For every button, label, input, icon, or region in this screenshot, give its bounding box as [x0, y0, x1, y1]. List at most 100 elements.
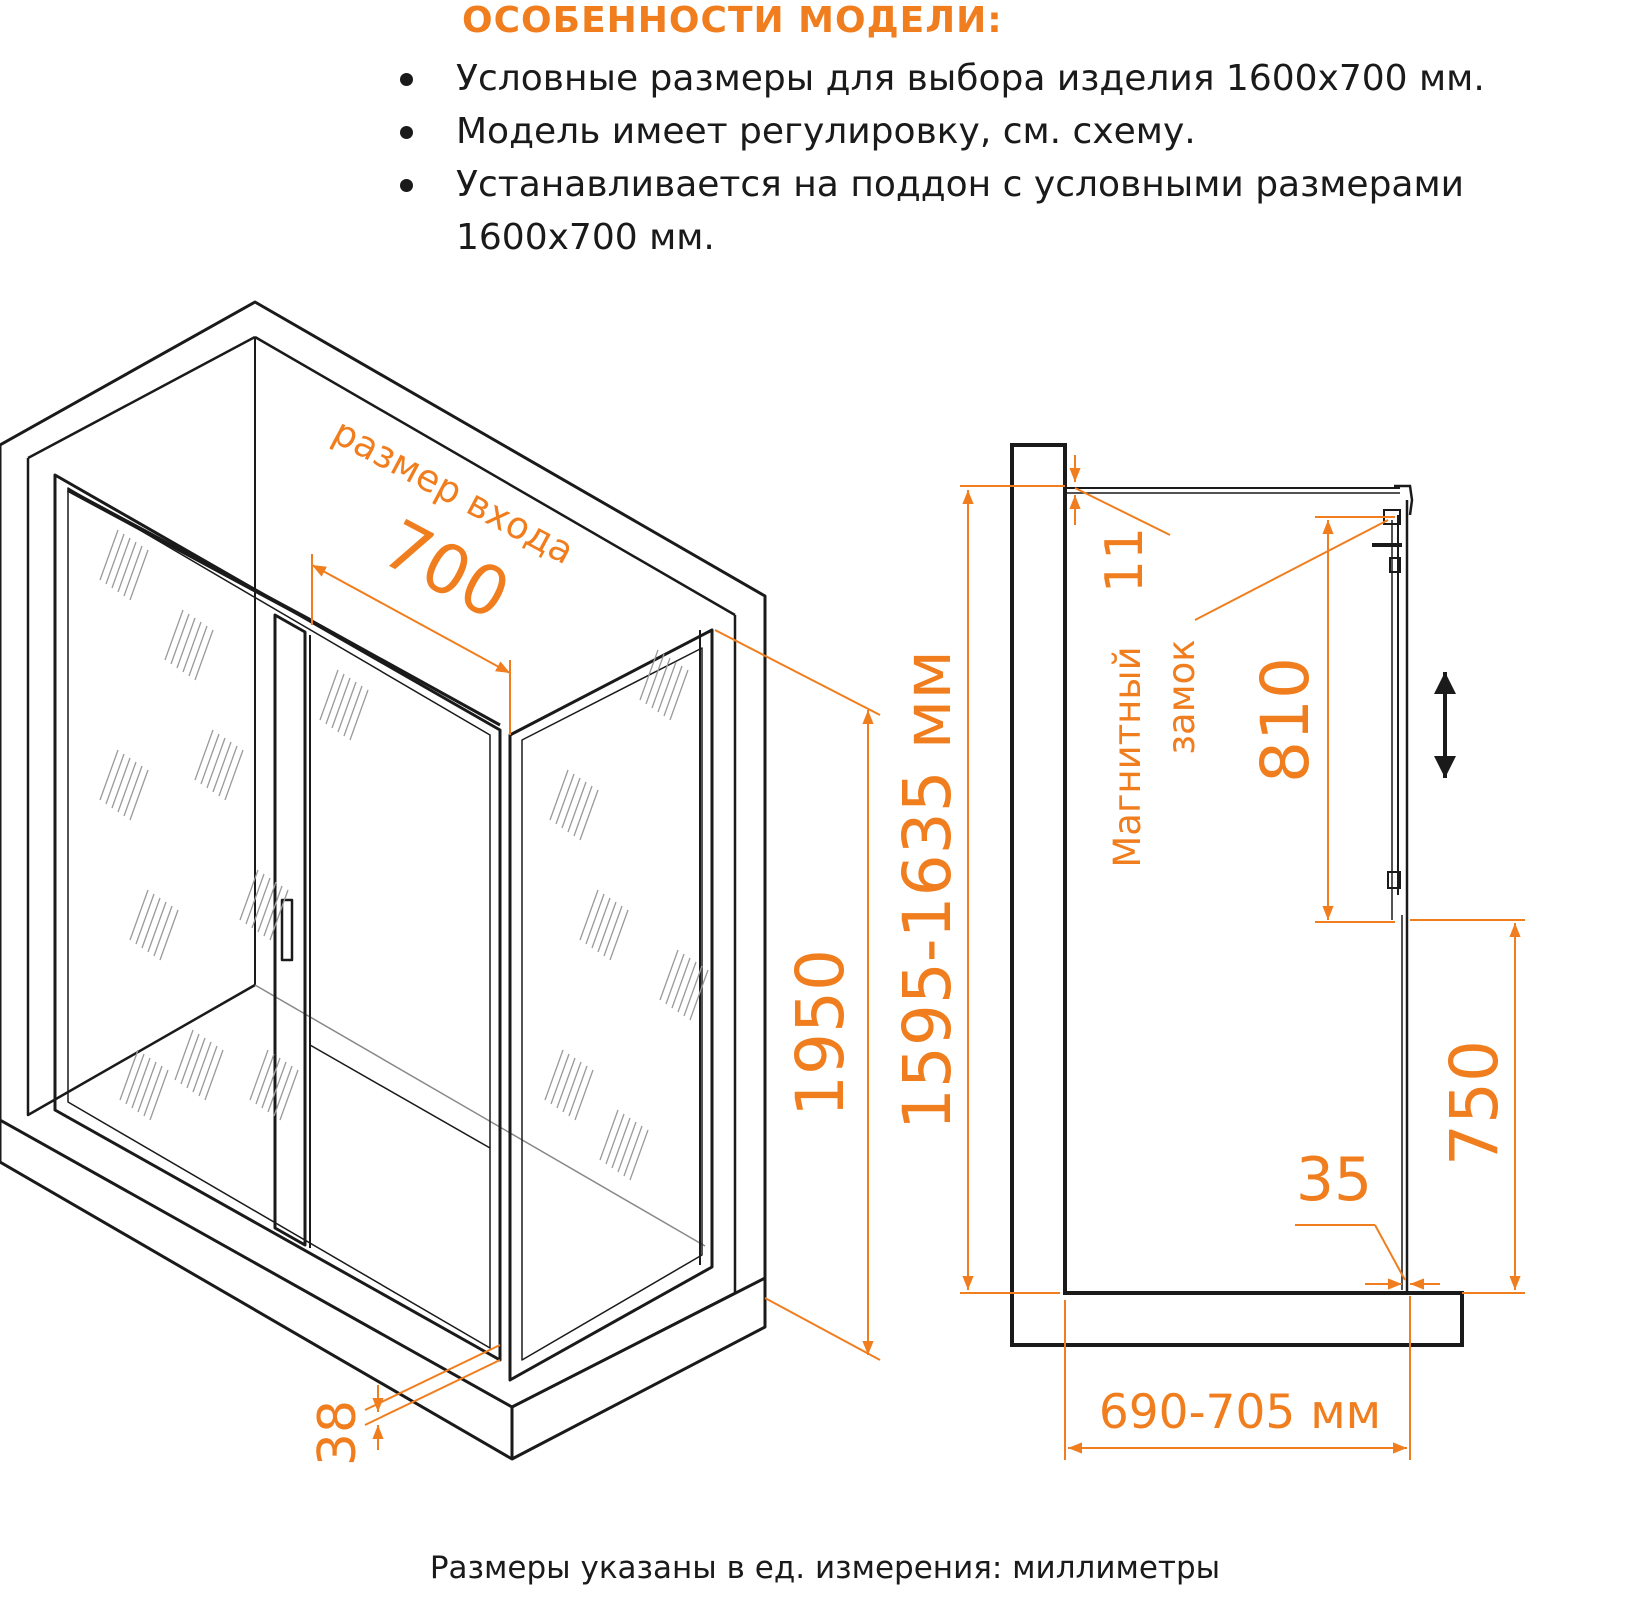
hatch-stroke	[657, 661, 677, 713]
hatch-stroke	[147, 901, 167, 953]
hatch-stroke	[597, 901, 617, 953]
hatch-stroke	[186, 1037, 206, 1089]
hatch-stroke	[585, 893, 605, 945]
sliding-door	[273, 613, 307, 1247]
hatch-stroke	[99, 529, 119, 581]
hatch-stroke	[669, 669, 689, 721]
hatch-stroke	[111, 537, 131, 589]
lock-box-3	[1387, 871, 1401, 889]
feature-item: Устанавливается на поддон с условными ра…	[400, 158, 1616, 264]
hatch-stroke	[611, 1117, 631, 1169]
hatch-stroke	[550, 1053, 570, 1105]
hatch-stroke	[331, 677, 351, 729]
hatch-stroke	[174, 1029, 194, 1081]
hatch-stroke	[556, 1057, 576, 1109]
hatch-stroke	[645, 653, 665, 705]
hatch-stroke	[659, 949, 679, 1001]
hatch-stroke	[567, 781, 587, 833]
hatch-stroke	[200, 733, 220, 785]
units-footnote: Размеры указаны в ед. измерения: миллиме…	[429, 1550, 1221, 1586]
hatch-stroke	[182, 621, 202, 673]
hatch-stroke	[123, 545, 143, 597]
hatch-stroke	[188, 625, 208, 677]
features-heading: ОСОБЕННОСТИ МОДЕЛИ:	[462, 0, 1003, 41]
adjust-range-label: 1595-1635 мм	[889, 650, 966, 1130]
hatch-stroke	[599, 1109, 619, 1161]
hatch-stroke	[129, 549, 149, 601]
hatch-stroke	[117, 761, 137, 813]
features-list: Условные размеры для выбора изделия 1600…	[400, 52, 1616, 264]
hatch-stroke	[131, 1057, 151, 1109]
hatch-stroke	[257, 881, 277, 933]
hatch-stroke	[224, 749, 244, 801]
hatch-stroke	[609, 909, 629, 961]
wall-outline	[0, 300, 767, 1461]
bottom-gap-label: 38	[308, 1400, 368, 1466]
fixed-panel-bottom	[309, 1044, 491, 1149]
hatch-stroke	[125, 1053, 145, 1105]
hatch-stroke	[603, 905, 623, 957]
hatch-stroke	[665, 953, 685, 1005]
hatch-stroke	[251, 877, 271, 929]
hatch-stroke	[562, 1061, 582, 1113]
hatch-stroke	[343, 685, 363, 737]
top-gap-label: 11	[1095, 527, 1155, 593]
hatch-stroke	[683, 965, 703, 1017]
height-label: 1950	[782, 949, 859, 1117]
hatch-stroke	[568, 1065, 588, 1117]
hatch-stroke	[629, 1129, 649, 1181]
iso-dimensions	[311, 554, 881, 1450]
hatch-stroke	[249, 1049, 269, 1101]
back-wall-left	[26, 458, 256, 1117]
hatch-stroke	[135, 893, 155, 945]
hatch-stroke	[170, 613, 190, 665]
tray-right-edge	[511, 1276, 766, 1409]
hatch-stroke	[198, 1045, 218, 1097]
hatch-stroke	[194, 629, 214, 681]
hatch-stroke	[105, 533, 125, 585]
door-handle	[280, 898, 294, 962]
hatch-stroke	[579, 889, 599, 941]
hatch-stroke	[212, 741, 232, 793]
hatch-stroke	[555, 773, 575, 825]
hatch-stroke	[129, 889, 149, 941]
wall-tray-profile	[1010, 443, 1464, 1347]
hatch-stroke	[263, 885, 283, 937]
tray-front	[0, 1118, 514, 1459]
side-view	[1010, 443, 1464, 1347]
hatch-stroke	[269, 889, 289, 941]
hatch-stroke	[279, 1069, 299, 1121]
lock-height-label: 810	[1247, 657, 1324, 783]
hatch-stroke	[677, 961, 697, 1013]
hatch-stroke	[218, 745, 238, 797]
hatch-stroke	[261, 1057, 281, 1109]
hatch-stroke	[689, 969, 709, 1021]
feature-item: Условные размеры для выбора изделия 1600…	[400, 52, 1616, 105]
hatch-stroke	[544, 1049, 564, 1101]
hatch-stroke	[149, 1069, 169, 1121]
hatch-stroke	[325, 673, 345, 725]
lock-box-2	[1389, 557, 1401, 573]
side-panel-inner	[521, 647, 703, 1361]
feature-item: Модель имеет регулировку, см. схему.	[400, 105, 1616, 158]
floor-back	[254, 984, 706, 1247]
side-dimensions	[960, 455, 1525, 1460]
hatch-stroke	[549, 769, 569, 821]
hatch-stroke	[105, 753, 125, 805]
wall-top-right-inner	[254, 335, 736, 617]
side-panel	[508, 628, 714, 1382]
hatch-stroke	[164, 609, 184, 661]
hatch-stroke	[192, 1041, 212, 1093]
lock-label-line2: замок	[1160, 639, 1203, 754]
hatch-stroke	[617, 1121, 637, 1173]
hatch-stroke	[591, 897, 611, 949]
hatch-stroke	[159, 909, 179, 961]
hatch-stroke	[574, 1069, 594, 1121]
hatch-stroke	[141, 897, 161, 949]
hatch-stroke	[605, 1113, 625, 1165]
top-rail	[67, 488, 311, 622]
glass-offset-label: 35	[1296, 1145, 1372, 1215]
hatch-stroke	[579, 789, 599, 841]
depth-range-label: 690-705 мм	[1099, 1385, 1381, 1440]
